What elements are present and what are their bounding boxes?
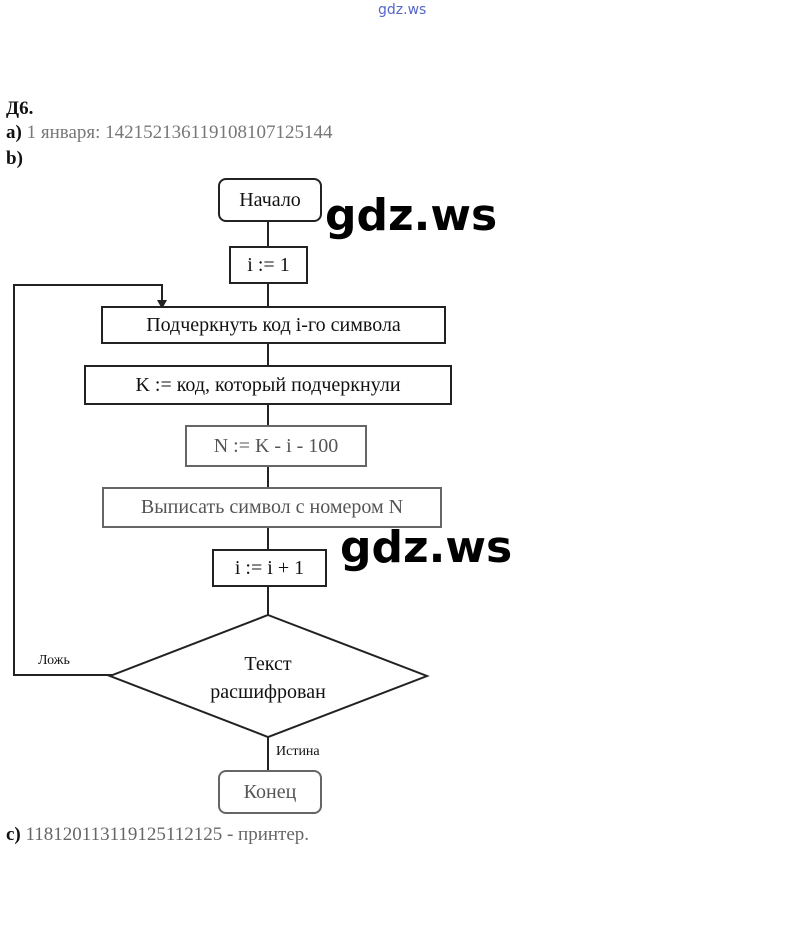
underline-code-step: Подчеркнуть код i-го символа xyxy=(101,306,446,344)
part-c: c) 118120113119125112125 - принтер. xyxy=(6,824,309,846)
start-terminal: Начало xyxy=(218,178,322,222)
part-a: а) 1 января: 142152136119108107125144 xyxy=(6,122,332,144)
true-label: Истина xyxy=(276,744,320,759)
assign-n-step: N := K - i - 100 xyxy=(185,425,367,467)
part-c-text: 118120113119125112125 - принтер. xyxy=(25,824,310,845)
part-c-label: c) xyxy=(6,824,21,845)
heading: Д6. xyxy=(6,98,34,119)
assign-k-step: K := код, который подчеркнули xyxy=(84,365,452,405)
end-terminal: Конец xyxy=(218,770,322,814)
condition-line2: расшифрован xyxy=(210,681,326,703)
part-a-text: 1 января: 142152136119108107125144 xyxy=(26,122,333,143)
increment-step: i := i + 1 xyxy=(212,549,327,587)
init-step: i := 1 xyxy=(229,246,308,284)
watermark-top: gdz.ws xyxy=(378,2,427,18)
condition-decision: Текст расшифрован xyxy=(168,650,368,706)
condition-line1: Текст xyxy=(244,653,292,675)
part-b-label: b) xyxy=(6,148,23,169)
watermark-1: gdz.ws xyxy=(325,190,498,241)
watermark-2: gdz.ws xyxy=(340,522,513,573)
write-symbol-step: Выписать символ с номером N xyxy=(102,487,442,528)
false-label: Ложь xyxy=(38,653,70,668)
part-a-label: а) xyxy=(6,122,22,143)
